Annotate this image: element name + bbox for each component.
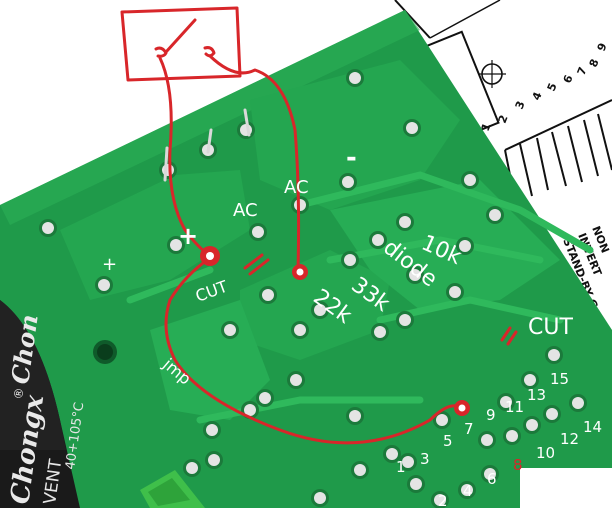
solder-pad (461, 484, 473, 496)
solder-pad (526, 419, 538, 431)
solder-pad (349, 410, 361, 422)
solder-pad (459, 240, 471, 252)
pin-9: 9 (486, 406, 496, 424)
solder-pad (244, 404, 256, 416)
datasheet-pin-labels: 1 2 3 4 5 6 7 8 9 (479, 41, 610, 133)
solder-pad (436, 414, 448, 426)
solder-pad (259, 392, 271, 404)
pin-3: 3 (420, 450, 430, 468)
label-ac-lower: AC (233, 200, 258, 221)
solder-pad (481, 434, 493, 446)
label-plus-small: + (102, 254, 117, 275)
solder-pad (206, 424, 218, 436)
solder-pad (342, 176, 354, 188)
pin-5: 5 (443, 432, 453, 450)
solder-pad (98, 279, 110, 291)
solder-pad (208, 454, 220, 466)
solder-pad (349, 72, 361, 84)
solder-pad (399, 216, 411, 228)
capacitor: Chongx ® Chon VENT 40+105°C (0, 300, 87, 508)
ds-pin-2: 2 (496, 113, 511, 125)
solder-pad (42, 222, 54, 234)
solder-pad (344, 254, 356, 266)
pin-11: 11 (505, 398, 524, 416)
solder-pad (290, 374, 302, 386)
solder-pad (294, 324, 306, 336)
pin-12: 12 (560, 430, 579, 448)
solder-pad (434, 494, 446, 506)
terminal-connector (140, 470, 205, 508)
label-ac-upper: AC (284, 177, 309, 198)
red-annotations (120, 6, 518, 445)
solder-pad (406, 122, 418, 134)
solder-pad (506, 430, 518, 442)
solder-pad (449, 286, 461, 298)
solder-pad (314, 304, 326, 316)
pin-7: 7 (464, 420, 474, 438)
ds-pin-5: 5 (545, 81, 560, 93)
solder-pad (294, 199, 306, 211)
solder-pad (252, 226, 264, 238)
label-plus-big: + (178, 222, 198, 250)
solder-pad (409, 269, 421, 281)
label-cut-right: CUT (528, 315, 573, 340)
pin-6: 6 (487, 470, 497, 488)
ds-pin-3: 3 (513, 99, 528, 111)
solder-pad (546, 408, 558, 420)
solder-pad (374, 326, 386, 338)
pin-1: 1 (396, 458, 406, 476)
solder-pad (354, 464, 366, 476)
switch-box-icon (120, 6, 242, 82)
ds-pin-8: 8 (587, 57, 602, 69)
solder-pad (410, 478, 422, 490)
solder-pad (162, 164, 174, 176)
pin-13: 13 (527, 386, 546, 404)
pin-10: 10 (536, 444, 555, 462)
capacitor-brand-mark: ® (11, 387, 27, 401)
solder-pad (484, 468, 496, 480)
solder-pad (489, 209, 501, 221)
solder-pad (372, 234, 384, 246)
solder-pad (500, 396, 512, 408)
solder-pad (548, 349, 560, 361)
solder-pad (224, 324, 236, 336)
solder-pad (572, 397, 584, 409)
pcb-board (0, 10, 612, 508)
solder-pad (386, 448, 398, 460)
pin-2: 2 (438, 492, 448, 508)
pin-14: 14 (583, 418, 602, 436)
pin-4: 4 (463, 482, 473, 500)
ds-pin-7: 7 (575, 65, 590, 77)
solder-pad (524, 374, 536, 386)
solder-pad (170, 239, 182, 251)
solder-pad (186, 462, 198, 474)
solder-pad (399, 314, 411, 326)
solder-pad (314, 492, 326, 504)
solder-pad (402, 456, 414, 468)
pin-8-highlight: 8 (513, 456, 523, 474)
pin-numbers: 1 3 5 7 9 11 13 15 2 4 6 8 10 12 14 (396, 370, 602, 508)
pin-15: 15 (550, 370, 569, 388)
component-legs (163, 108, 251, 182)
solder-pads (39, 69, 587, 508)
label-minus: - (346, 143, 357, 173)
solder-pad (262, 289, 274, 301)
ds-pin-9: 9 (595, 41, 610, 53)
ds-pin-1: 1 (479, 121, 494, 133)
solder-pad (464, 174, 476, 186)
